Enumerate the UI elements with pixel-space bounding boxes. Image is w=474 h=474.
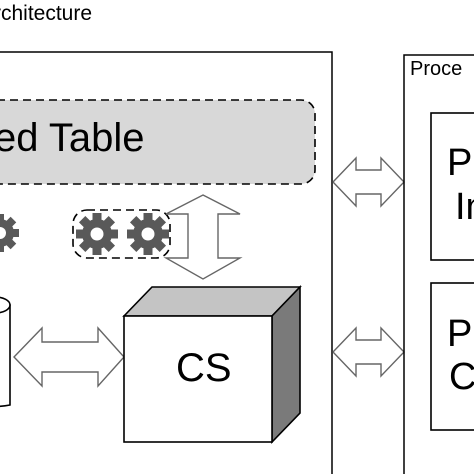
double-arrow-icon (163, 194, 243, 280)
table-label: ed Table (0, 116, 145, 160)
process-box-2-line-2: C (449, 356, 474, 398)
process-box-2-line-1: P (447, 313, 473, 355)
architecture-title: rchitecture (0, 2, 93, 25)
double-arrow-icon (13, 326, 125, 388)
process-box-1 (430, 112, 474, 261)
database-cylinder-icon (0, 296, 11, 407)
gear-icon (127, 213, 169, 255)
shared-table-box (0, 99, 316, 185)
double-arrow-icon (332, 326, 405, 378)
gear-icon (76, 213, 118, 255)
process-title: Proce (410, 58, 463, 80)
gear-icon (0, 214, 19, 252)
cs-label: CS (176, 346, 232, 390)
architecture-frame (0, 51, 333, 474)
cs-cube (122, 285, 302, 444)
double-arrow-icon (332, 156, 405, 208)
process-box-1-line-1: P (447, 142, 473, 184)
process-box-2 (430, 282, 474, 431)
process-frame (403, 54, 474, 474)
process-box-1-line-2: In (455, 186, 474, 228)
